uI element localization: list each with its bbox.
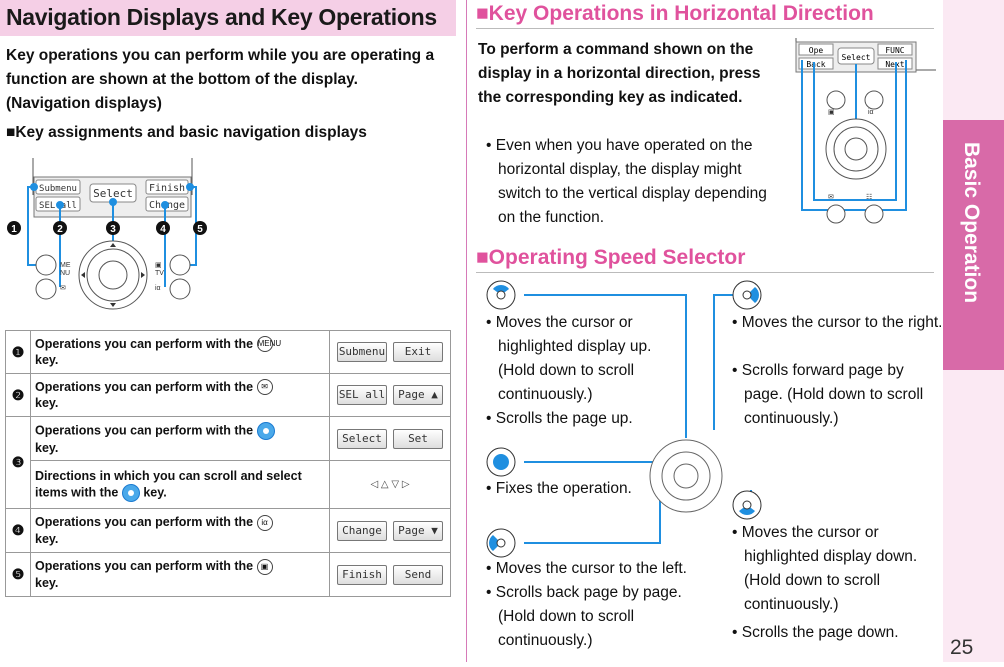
up-direction-icon xyxy=(486,280,516,310)
up-description-2: • Scrolls the page up. xyxy=(486,410,633,427)
camera-key-icon: ▣ xyxy=(256,558,273,575)
heading-rule xyxy=(476,28,934,29)
svg-text:1: 1 xyxy=(11,224,17,235)
chapter-tab-label: Basic Operation xyxy=(960,142,983,304)
center-description: • Fixes the operation. xyxy=(486,480,632,497)
select-key-icon xyxy=(121,483,140,502)
key-assignment-diagram: Submenu Select Finish SEL all Change 1 2… xyxy=(0,150,240,320)
right-description-2: • Scrolls forward page by page. (Hold do… xyxy=(732,362,924,427)
right-description: • Moves the cursor to the right. xyxy=(732,314,943,331)
table-row: Directions in which you can scroll and s… xyxy=(6,460,451,509)
menu-key-icon: MENU xyxy=(256,336,281,353)
left-description-2: • Scrolls back page by page. (Hold down … xyxy=(486,584,682,649)
page-title: Navigation Displays and Key Operations xyxy=(6,4,437,30)
horizontal-ops-lead: To perform a command shown on the displa… xyxy=(478,41,761,106)
speed-selector-heading: ■Operating Speed Selector xyxy=(476,246,746,269)
left-direction-icon xyxy=(486,528,516,558)
scroll-direction-arrows: ◁ △ ▽ ▷ xyxy=(329,460,451,509)
chapter-tab: Basic Operation xyxy=(943,120,1004,370)
select-key-icon xyxy=(256,421,275,440)
down-description-2: • Scrolls the page down. xyxy=(732,624,899,641)
svg-text:5: 5 xyxy=(197,224,203,235)
svg-text:☷: ☷ xyxy=(866,194,872,201)
row-number: ❶ xyxy=(5,330,31,374)
down-direction-icon xyxy=(732,490,762,520)
speed-selector-diagram xyxy=(476,280,936,662)
key-assignments-heading: ■Key assignments and basic navigation di… xyxy=(6,124,367,141)
key-operations-table: ❶ Operations you can perform with the ME… xyxy=(5,330,451,597)
down-description: • Moves the cursor or highlighted displa… xyxy=(732,524,918,613)
svg-text:▣: ▣ xyxy=(155,262,162,269)
screen-label-submenu: Submenu xyxy=(39,184,77,194)
svg-text:4: 4 xyxy=(160,224,166,235)
horizontal-key-diagram: Ope Select FUNC Back Next ▣iα✉☷ xyxy=(786,34,936,230)
page-number: 25 xyxy=(950,636,974,659)
svg-text:ME: ME xyxy=(60,262,71,269)
horizontal-ops-bullet: • Even when you have operated on the hor… xyxy=(486,137,767,226)
center-key-icon xyxy=(486,447,516,477)
svg-text:Ope: Ope xyxy=(809,46,824,55)
right-direction-icon xyxy=(732,280,762,310)
table-row: ❸ Operations you can perform with the ke… xyxy=(5,416,451,509)
svg-text:TV: TV xyxy=(155,270,164,277)
svg-text:▣: ▣ xyxy=(828,109,835,116)
intro-text: Key operations you can perform while you… xyxy=(6,47,435,112)
row-description: Operations you can perform with the MENU… xyxy=(30,330,330,374)
table-row: ❷ Operations you can perform with the ✉k… xyxy=(5,373,451,417)
left-description: • Moves the cursor to the left. xyxy=(486,560,687,577)
screen-label-select: Select xyxy=(93,187,133,200)
up-description: • Moves the cursor or highlighted displa… xyxy=(486,314,652,403)
svg-text:✉: ✉ xyxy=(828,194,834,201)
svg-text:FUNC: FUNC xyxy=(885,46,904,55)
screen-label-finish: Finish xyxy=(149,183,185,194)
table-row: ❺ Operations you can perform with the ▣k… xyxy=(5,552,451,597)
table-row: ❶ Operations you can perform with the ME… xyxy=(5,330,451,374)
i-alpha-key-icon: iα xyxy=(256,514,273,531)
svg-text:Select: Select xyxy=(842,53,871,62)
table-row: ❹ Operations you can perform with the iα… xyxy=(5,508,451,553)
mail-key-icon: ✉ xyxy=(256,379,273,396)
page-title-bar: Navigation Displays and Key Operations xyxy=(0,0,456,36)
svg-text:3: 3 xyxy=(110,224,116,235)
svg-text:NU: NU xyxy=(60,270,70,277)
column-divider xyxy=(466,0,467,662)
horizontal-ops-heading: ■Key Operations in Horizontal Direction xyxy=(476,2,874,25)
svg-text:iα: iα xyxy=(868,109,874,116)
svg-text:2: 2 xyxy=(57,224,63,235)
svg-text:✉: ✉ xyxy=(60,285,66,292)
svg-text:iα: iα xyxy=(155,285,161,292)
heading-rule xyxy=(476,272,934,273)
svg-text:Back: Back xyxy=(806,60,825,69)
